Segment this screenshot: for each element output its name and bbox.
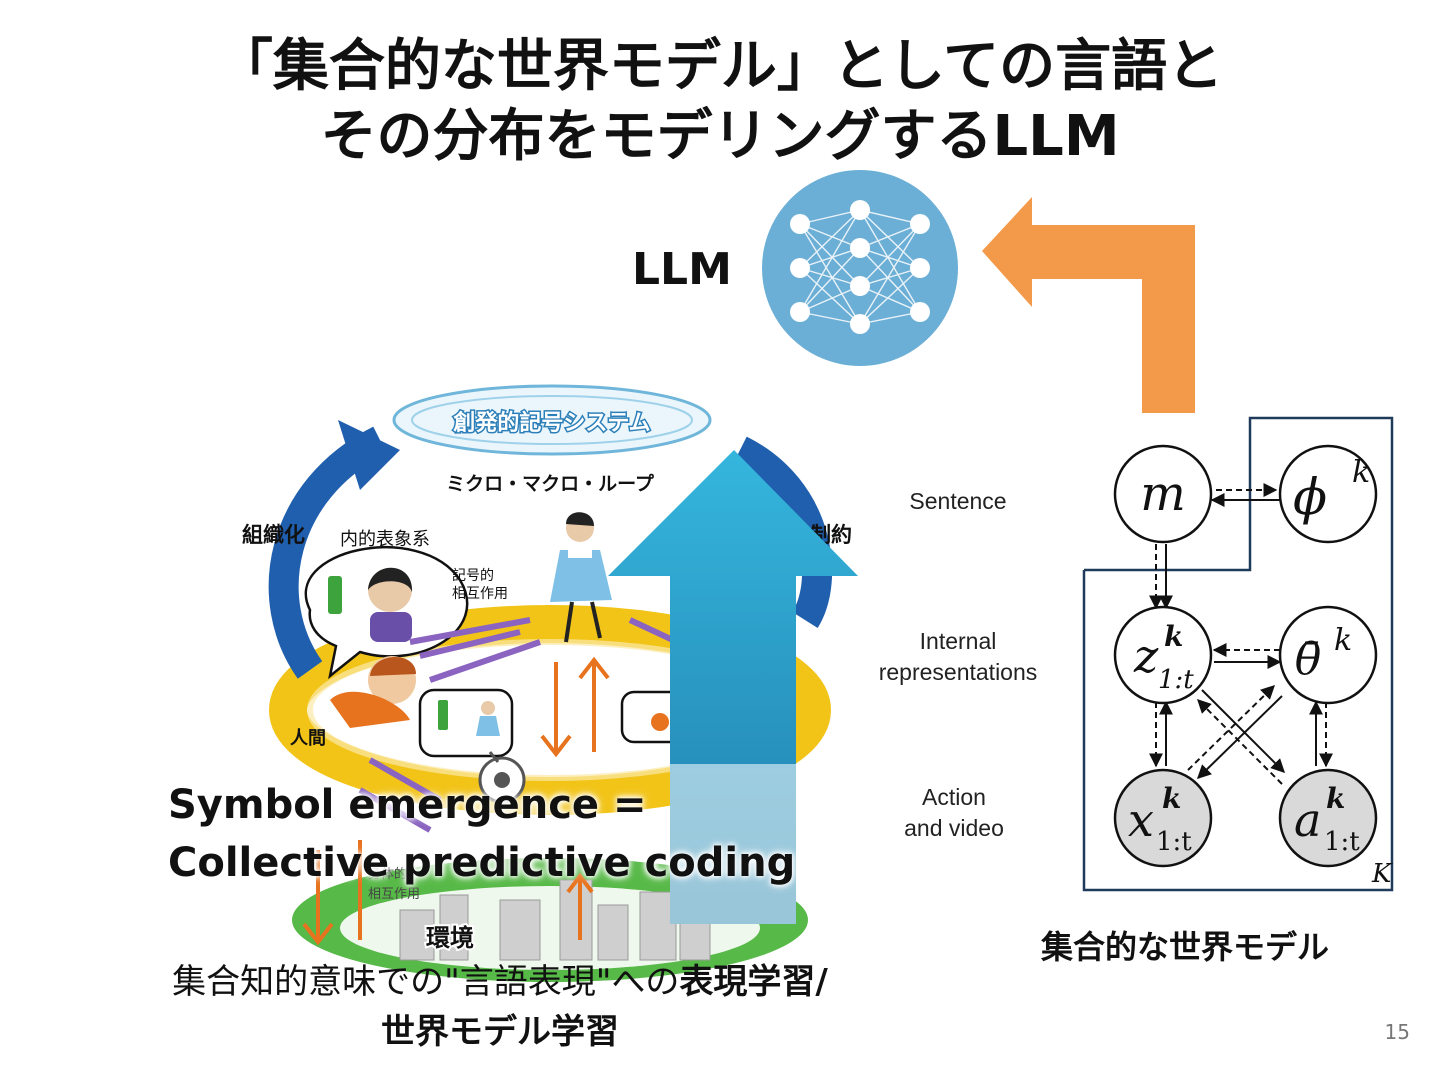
node-m-label: m [1140,466,1186,522]
bottle-icon [328,576,342,614]
node-phi-sup: k [1352,455,1370,490]
node-x-label: x [1128,793,1154,847]
node-a-sub: 1:t [1324,827,1360,857]
row-label-internal: Internal representations [848,626,1068,688]
caption-normal: 集合知的意味での"言語表現"への [172,962,679,1002]
row-label-internal-1: Internal [848,626,1068,657]
cpc-line2: Collective predictive coding [168,834,795,892]
neural-network-icon [760,168,960,368]
node-theta-label: θ̄ [1295,634,1322,685]
world-model-caption: 集合的な世界モデル [1000,922,1370,968]
node-a-sup: k [1326,782,1345,815]
symbolic-label-2: 相互作用 [452,586,508,602]
left-arc-label: 組織化 [242,523,305,547]
caption-line1: 集合知的意味での"言語表現"への表現学習/ [60,954,940,1003]
node-phi-label: ϕ [1293,468,1327,526]
orange-elbow-arrow [970,195,1210,420]
internal-label: 内的表象系 [340,529,430,550]
symbolic-label-1: 記号的 [452,567,494,584]
caption-line2: 世界モデル学習 [60,1004,940,1053]
llm-label: LLM [632,244,732,295]
slide-title-line2: その分布をモデリングするLLM [0,104,1440,170]
node-theta-sup: k [1334,623,1352,658]
human-label: 人間 [290,728,326,749]
graphical-model: K m ϕ k z k 1:t θ̄ k x k 1:t a k 1:t [1070,410,1410,900]
row-label-action-2: and video [844,813,1064,844]
node-a-label: a [1294,793,1321,847]
speech-bubble-small [420,690,512,756]
page-number: 15 [1360,1020,1410,1044]
row-label-sentence: Sentence [848,486,1068,517]
cpc-text: Symbol emergence = Collective predictive… [168,776,795,892]
environment-label: 環境 [426,924,474,952]
plate-label: K [1371,859,1393,889]
caption-bold: 表現学習/ [679,962,827,1002]
node-z-label: z [1133,629,1159,683]
node-z-sub: 1:t [1158,665,1194,695]
row-label-internal-2: representations [848,657,1068,688]
cpc-line1: Symbol emergence = [168,776,795,834]
row-label-action-1: Action [844,782,1064,813]
node-z-sup: k [1164,620,1183,653]
node-x-sub: 1:t [1156,827,1192,857]
node-x-sup: k [1162,782,1181,815]
row-label-action: Action and video [844,782,1064,844]
system-label: 創発的記号システム [453,410,650,436]
slide-title-line1: 「集合的な世界モデル」としての言語と [0,34,1440,100]
